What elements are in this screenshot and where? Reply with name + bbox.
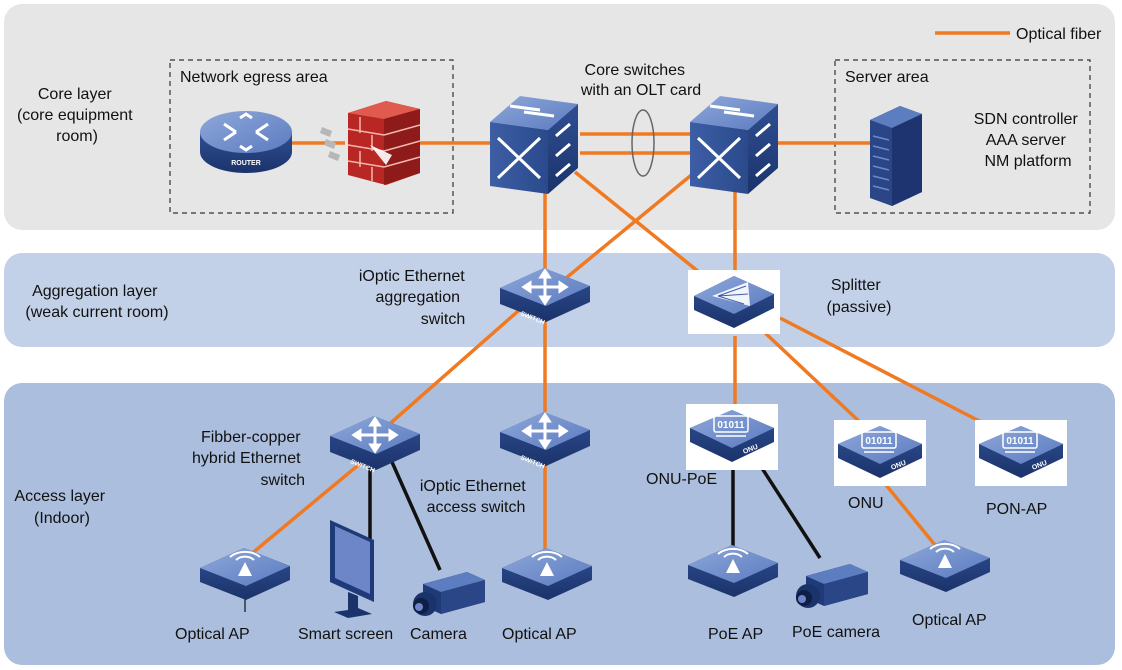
aggregation-switch-label: iOptic Ethernet aggregation switch bbox=[359, 268, 469, 328]
optical-ap-label: Optical AP bbox=[175, 626, 250, 643]
core-switch-icon bbox=[688, 94, 780, 196]
pon-ap-label: PON-AP bbox=[986, 501, 1047, 518]
fiber-onu-ap bbox=[880, 478, 937, 547]
network-egress-area bbox=[169, 59, 454, 214]
copper-hybrid-camera bbox=[390, 461, 442, 571]
pon-ap-icon bbox=[974, 419, 1068, 487]
core-switch-icon bbox=[488, 94, 580, 196]
fiber-core2-agg bbox=[558, 170, 697, 285]
aggregation-layer-label: Aggregation layer (weak current room) bbox=[25, 283, 168, 321]
server-icon bbox=[869, 105, 923, 207]
fiber-splitter-onu bbox=[760, 328, 864, 426]
fiber-agg-hybrid bbox=[383, 303, 527, 430]
camera-label: Camera bbox=[410, 626, 467, 643]
copper-onupoe-poecamera bbox=[756, 461, 822, 559]
onu-label: ONU bbox=[848, 495, 884, 512]
server-area bbox=[834, 59, 1091, 214]
hybrid-switch-label: Fibber-copper hybrid Ethernet switch bbox=[192, 429, 305, 489]
server-area-items: SDN controller AAA server NM platform bbox=[974, 111, 1082, 170]
optical-ap-label: Optical AP bbox=[912, 612, 987, 629]
router-icon bbox=[198, 109, 294, 175]
fiber-hybrid-ap bbox=[248, 460, 364, 557]
onu-poe-label: ONU-PoE bbox=[646, 471, 717, 488]
splitter-label: Splitter (passive) bbox=[827, 277, 892, 316]
poe-camera-label: PoE camera bbox=[792, 624, 880, 641]
core-switches-label: Core switches with an OLT card bbox=[580, 62, 701, 99]
fiber-splitter-ponap bbox=[779, 316, 986, 426]
poe-ap-label: PoE AP bbox=[708, 626, 763, 643]
core-layer-label: Core layer (core equipment room) bbox=[17, 86, 137, 145]
optical-ap-label: Optical AP bbox=[502, 626, 577, 643]
fiber-core1-splitter bbox=[573, 170, 717, 287]
copper-links bbox=[368, 461, 822, 571]
optical-fiber-links bbox=[248, 31, 1010, 557]
smart-screen-label: Smart screen bbox=[298, 626, 393, 643]
server-area-label: Server area bbox=[845, 69, 929, 86]
splitter-icon bbox=[687, 269, 781, 335]
access-switch-label: iOptic Ethernet access switch bbox=[420, 478, 530, 516]
onu-poe-icon bbox=[685, 403, 779, 471]
network-egress-area-label: Network egress area bbox=[180, 69, 328, 86]
access-layer-label: Access layer (Indoor) bbox=[14, 488, 109, 527]
legend-label: Optical fiber bbox=[1016, 26, 1102, 43]
onu-icon bbox=[833, 419, 927, 487]
link-aggregation-icon bbox=[631, 109, 655, 177]
